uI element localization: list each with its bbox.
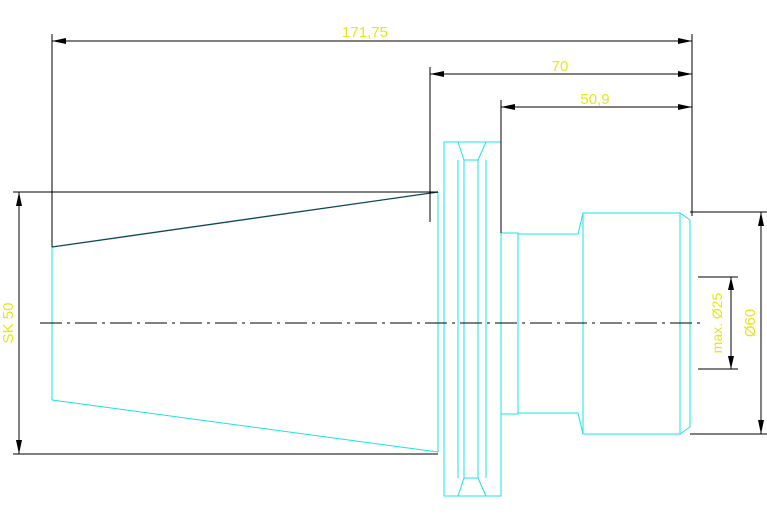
neck-outline [501, 232, 519, 415]
dim-nose-diameter: Ø60 [742, 212, 764, 434]
dim-flange-length: 70 [430, 58, 692, 77]
dim-flange-length-label: 70 [552, 58, 569, 75]
part-outline [51, 141, 691, 497]
taper-upper-edge [51, 191, 439, 248]
dim-overall-length: 171,75 [52, 24, 692, 44]
dim-nose-diameter-label: Ø60 [742, 309, 759, 337]
dim-nose-length-label: 50,9 [580, 91, 609, 108]
dim-nose-length: 50,9 [501, 91, 692, 110]
neck-body [518, 212, 691, 235]
extension-lines [13, 34, 767, 455]
dim-bore-label: max. Ø25 [709, 292, 725, 353]
v-groove-upper [457, 141, 487, 161]
dim-overall-length-label: 171,75 [342, 24, 388, 41]
flange-outer [443, 141, 502, 497]
v-groove-lower [457, 477, 487, 497]
dim-taper: SK 50 [0, 192, 22, 454]
dim-bore: max. Ø25 [709, 277, 734, 369]
neck-body-lower [518, 412, 691, 435]
taper-lower-edge [51, 399, 439, 453]
dim-taper-label: SK 50 [0, 303, 17, 344]
